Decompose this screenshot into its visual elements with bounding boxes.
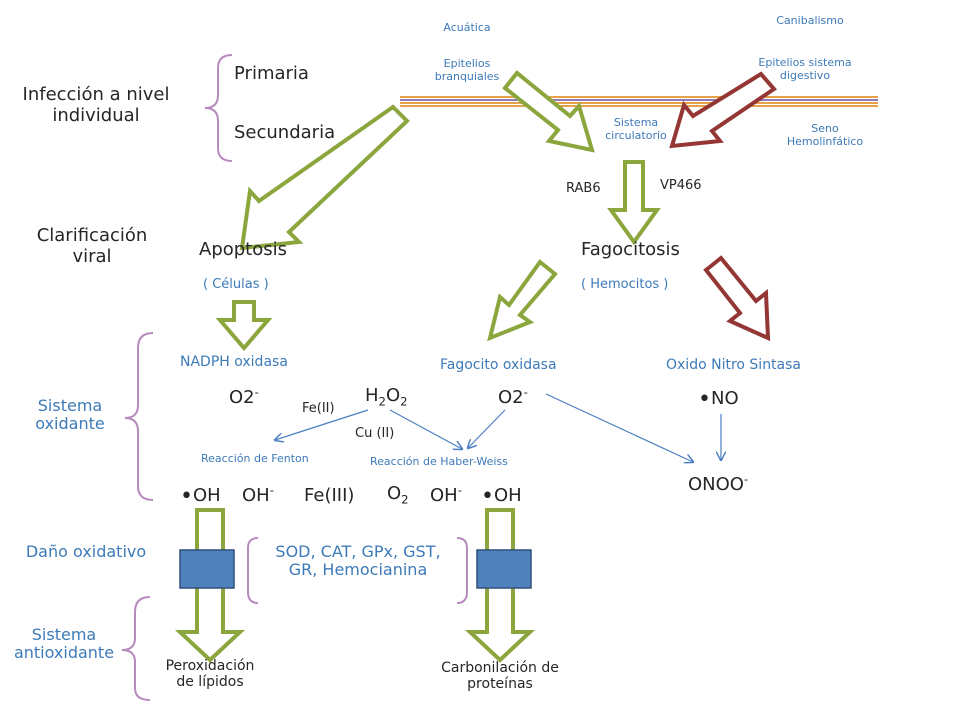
label-dano-oxidativo: Daño oxidativo xyxy=(25,542,147,561)
label-sistema-circulatorio: Sistema circulatorio xyxy=(605,116,667,142)
label-epitelios-branquiales: Epitelios branquiales xyxy=(434,57,500,83)
arrow-apoptosis-to-nadph xyxy=(215,300,273,352)
label-nadph-oxidasa: NADPH oxidasa xyxy=(180,354,288,370)
bracket-enzymes-right xyxy=(456,537,468,604)
label-sistema-antioxidante: Sistema antioxidante xyxy=(13,625,115,663)
arrow-digestivo-to-circulatorio xyxy=(669,71,777,149)
chem-hydroxyl-radical-right: •OH xyxy=(481,484,522,509)
label-sistema-oxidante: Sistema oxidante xyxy=(35,396,105,434)
chem-nitric-oxide: •NO xyxy=(698,387,739,412)
label-seno-hemolinfatico: Seno Hemolinfático xyxy=(786,122,864,148)
label-oxido-nitro-sintasa: Oxido Nitro Sintasa xyxy=(666,357,802,373)
label-clarificacion: Clarificación viral xyxy=(36,225,148,267)
label-reaccion-haber-weiss: Reacción de Haber-Weiss xyxy=(370,455,508,468)
label-fagocitosis: Fagocitosis xyxy=(581,239,680,260)
label-hemocitos: ( Hemocitos ) xyxy=(581,277,669,292)
label-fe-ii: Fe(II) xyxy=(302,401,335,416)
label-fagocito-oxidasa: Fagocito oxidasa xyxy=(440,357,557,373)
reaction-arrow-h2o2-haber xyxy=(389,409,462,449)
arrow-branquiales-to-circulatorio xyxy=(502,70,595,153)
label-apoptosis: Apoptosis xyxy=(199,239,288,260)
reaction-arrow-fenton xyxy=(275,409,369,440)
chem-h2o2: H2O2 xyxy=(365,385,408,409)
bracket-enzymes-left xyxy=(247,537,259,604)
chem-o2-molecular: O2 xyxy=(387,483,409,507)
membrane-band xyxy=(400,96,878,107)
label-infeccion: Infección a nivel individual xyxy=(22,84,170,126)
chem-hydroxide-left: OH- xyxy=(242,483,274,506)
arrow-fagocitosis-to-oxido-nitro xyxy=(703,255,771,342)
label-rab6: RAB6 xyxy=(566,181,601,196)
chem-o2-superoxide-mid: O2- xyxy=(498,385,528,408)
arrow-secundaria-to-apoptosis xyxy=(239,104,410,251)
chem-o2-superoxide-left: O2- xyxy=(229,385,259,408)
label-celulas: ( Células ) xyxy=(203,277,269,292)
label-carbonilacion-proteinas: Carbonilación de proteínas xyxy=(441,660,559,693)
label-cu-ii: Cu (II) xyxy=(355,426,395,441)
brace-antioxidante xyxy=(121,596,151,701)
arrow-circulatorio-to-fagocitosis xyxy=(607,160,661,246)
label-vp466: VP466 xyxy=(660,178,702,193)
antioxidant-block-left xyxy=(179,549,235,589)
label-primaria: Primaria xyxy=(234,63,309,84)
label-peroxidacion-lipidos: Peroxidación de lípidos xyxy=(165,658,255,691)
label-antioxidant-enzymes: SOD, CAT, GPx, GST, GR, Hemocianina xyxy=(275,542,441,580)
label-secundaria: Secundaria xyxy=(234,122,336,143)
label-acuatica: Acuática xyxy=(443,21,491,34)
reaction-arrow-o2-onoo xyxy=(545,393,693,462)
reaction-arrow-o2-haber xyxy=(468,409,506,448)
label-reaccion-fenton: Reacción de Fenton xyxy=(201,452,309,465)
brace-infeccion xyxy=(204,54,233,162)
label-canibalismo: Canibalismo xyxy=(776,14,844,27)
chem-hydroxide-right: OH- xyxy=(430,483,462,506)
arrow-fagocitosis-to-fagocito-oxidasa xyxy=(487,259,558,342)
chem-peroxynitrite: ONOO- xyxy=(688,472,749,495)
brace-sistema-oxidante xyxy=(124,332,154,501)
chem-hydroxyl-radical-left: •OH xyxy=(180,484,221,509)
chem-fe-iii: Fe(III) xyxy=(304,485,355,506)
antioxidant-block-right xyxy=(476,549,532,589)
label-epitelios-digestivo: Epitelios sistema digestivo xyxy=(758,56,852,82)
